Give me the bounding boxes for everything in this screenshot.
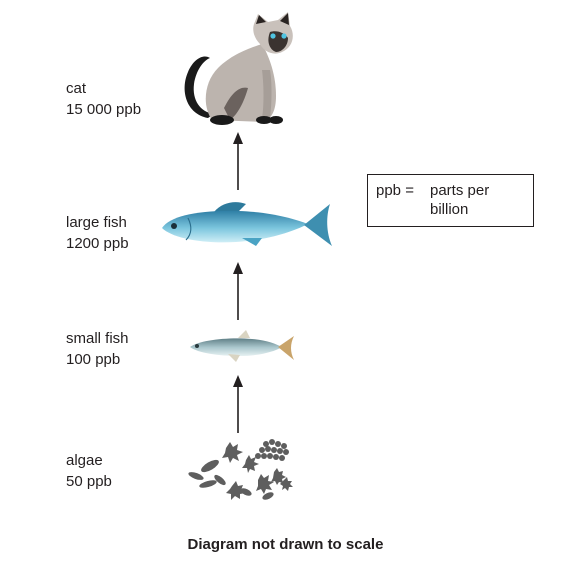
- large-fish-label: large fish 1200 ppb: [66, 212, 129, 254]
- large-fish-dorsal-fin: [214, 202, 246, 212]
- cat-illustration: [184, 12, 293, 125]
- cat-back-paw: [210, 115, 234, 125]
- cat-shadow: [224, 87, 248, 120]
- algae-name: algae: [66, 452, 103, 469]
- cat-name: cat: [66, 80, 87, 97]
- legend-definition: parts per billion: [430, 182, 490, 218]
- cat-ear-left: [256, 15, 266, 24]
- algae-illustration: [188, 439, 293, 500]
- diagram-caption: Diagram not drawn to scale: [187, 536, 384, 553]
- small-fish-tail: [278, 336, 294, 360]
- legend-abbreviation: ppb =: [376, 182, 414, 199]
- small-fish-eye: [195, 344, 199, 348]
- small-fish-concentration: 100 ppb: [66, 351, 121, 368]
- arrow-small-fish-to-large-fish: [233, 262, 243, 320]
- algae-concentration: 50 ppb: [66, 473, 112, 490]
- cat-ear-right: [280, 13, 289, 25]
- cat-tail: [184, 56, 214, 118]
- small-fish-illustration: [190, 330, 294, 362]
- cat-concentration: 15 000 ppb: [66, 101, 142, 118]
- small-fish-label: small fish 100 ppb: [66, 328, 129, 370]
- small-fish-dorsal-fin: [238, 330, 250, 338]
- cat-label: cat 15 000 ppb: [66, 78, 141, 120]
- large-fish-pelvic-fin: [242, 238, 262, 246]
- ppb-legend-box: ppb = parts per billion: [367, 174, 534, 227]
- large-fish-illustration: [162, 202, 332, 246]
- small-fish-name: small fish: [66, 330, 129, 347]
- large-fish-concentration: 1200 ppb: [66, 235, 129, 252]
- cat-eye-right: [281, 33, 287, 39]
- small-fish-body: [190, 338, 282, 356]
- cat-eye-left: [270, 33, 276, 39]
- large-fish-gill: [185, 217, 192, 241]
- algae-label: algae 50 ppb: [66, 450, 112, 492]
- cat-front-leg: [262, 70, 272, 118]
- arrow-large-fish-to-cat: [233, 132, 243, 190]
- large-fish-body: [162, 210, 308, 243]
- large-fish-name: large fish: [66, 214, 127, 231]
- cat-body: [205, 44, 276, 122]
- arrow-algae-to-small-fish: [233, 375, 243, 433]
- cat-front-paw-right: [269, 116, 283, 124]
- small-fish-pelvic-fin: [228, 354, 240, 362]
- cat-front-paw-left: [256, 116, 272, 124]
- large-fish-tail: [304, 204, 332, 246]
- large-fish-eye: [171, 223, 177, 229]
